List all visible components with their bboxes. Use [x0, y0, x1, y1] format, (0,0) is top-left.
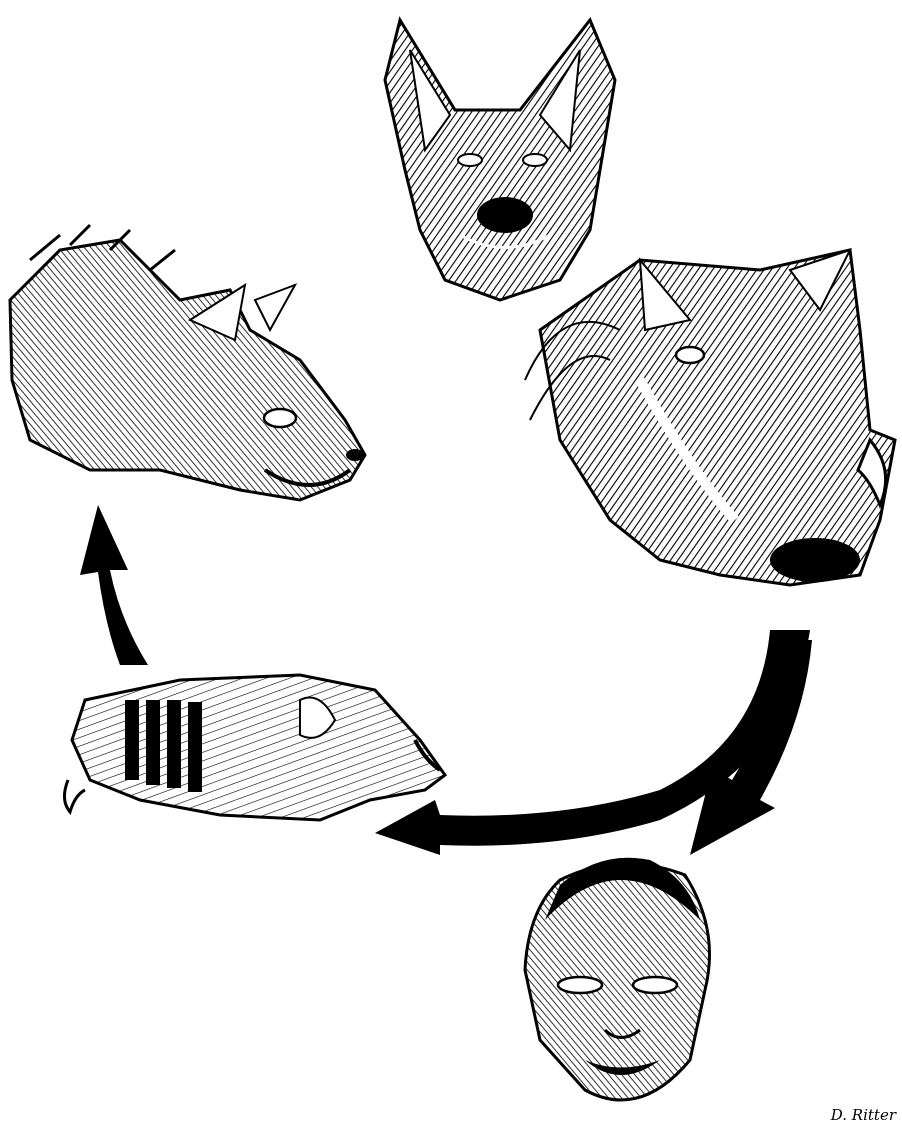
wild-dog-head-icon [385, 20, 615, 300]
hyena-head-icon [10, 225, 365, 500]
warthog-head-icon [525, 250, 895, 585]
artist-signature: D. Ritter [831, 1106, 896, 1124]
arrow-carcass-to-hyena [80, 505, 148, 665]
human-head-icon [525, 858, 710, 1100]
warthog-carcass-icon [64, 675, 445, 820]
arrow-warthog-to-human [690, 640, 812, 855]
